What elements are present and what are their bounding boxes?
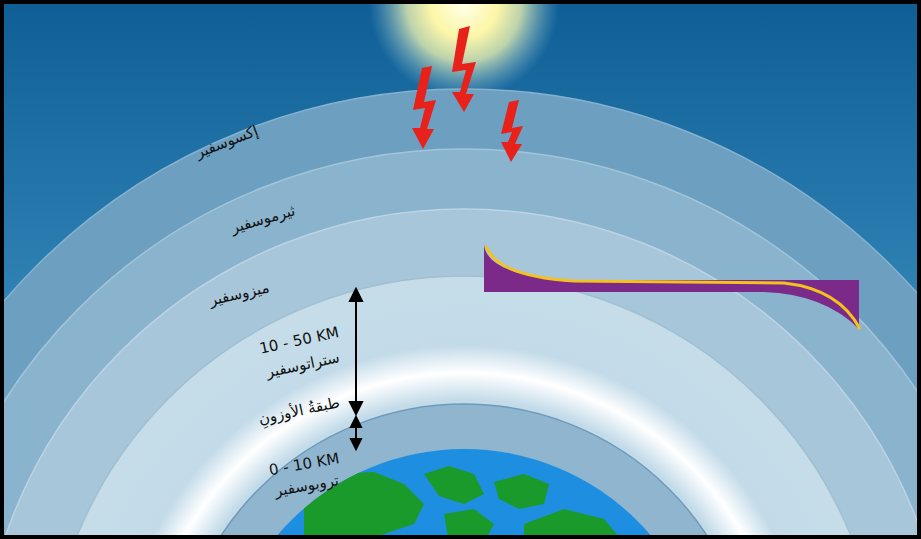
- atmosphere-illustration: [4, 4, 921, 539]
